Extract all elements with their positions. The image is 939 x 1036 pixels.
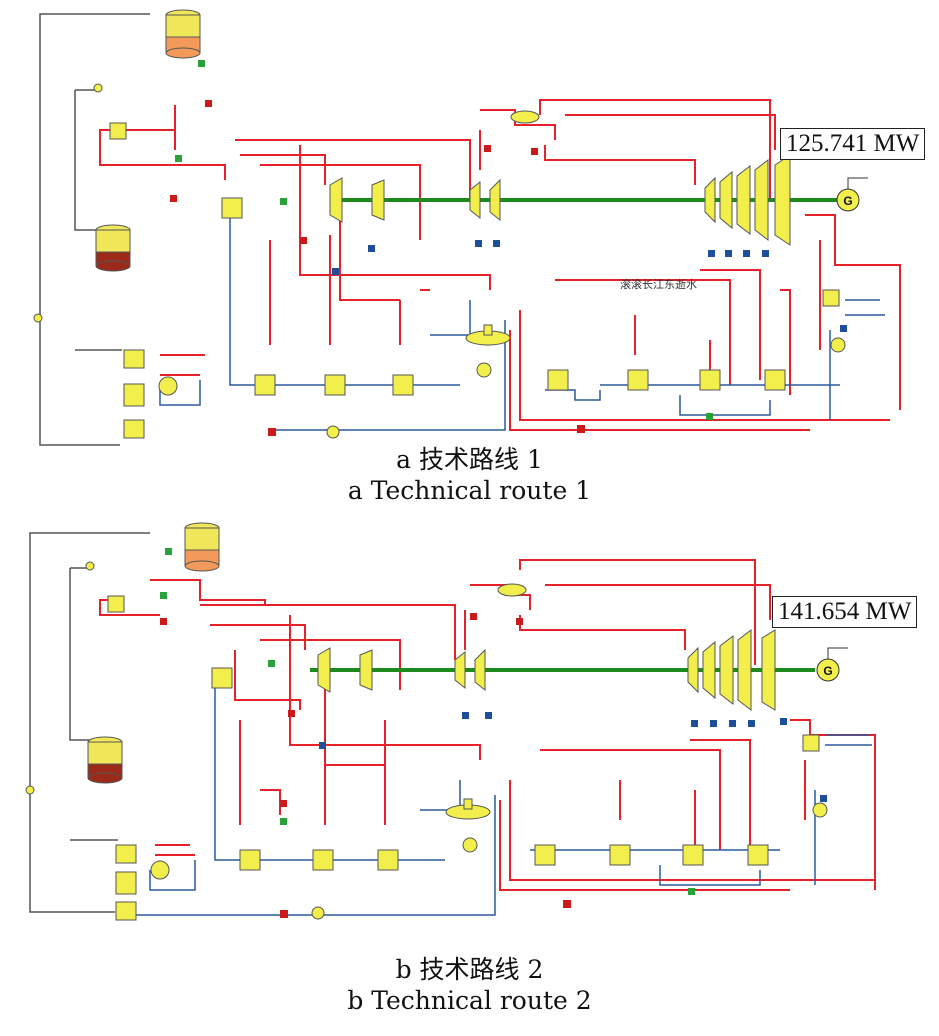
pumps-a bbox=[33, 83, 846, 439]
power-output-b: 141.654 MW bbox=[772, 596, 918, 628]
turbines-b bbox=[317, 628, 776, 712]
valves-b bbox=[160, 548, 827, 918]
turbines-a bbox=[329, 154, 791, 246]
steam-lines-b bbox=[99, 559, 876, 891]
storage-tank-top-a bbox=[165, 9, 201, 59]
valves-a bbox=[170, 60, 847, 436]
diagram-a: G bbox=[33, 9, 901, 446]
grey-loop-a bbox=[39, 13, 150, 446]
deaerator-a bbox=[465, 110, 540, 346]
water-lines-a bbox=[159, 210, 885, 431]
power-output-a: 125.741 MW bbox=[780, 128, 926, 160]
storage-tank-mid-b bbox=[87, 736, 123, 784]
pumps-b bbox=[25, 561, 828, 920]
generator-b: G bbox=[816, 647, 848, 682]
heat-exchangers-a bbox=[109, 122, 840, 439]
generator-label-a: G bbox=[843, 194, 852, 208]
generator-label-b: G bbox=[823, 664, 832, 678]
diagram-b: G bbox=[25, 522, 876, 921]
caption-a-cn: a 技术路线 1 bbox=[396, 445, 543, 474]
steam-lines-a bbox=[99, 99, 901, 431]
deaerator-b bbox=[445, 583, 527, 820]
caption-b-cn: b 技术路线 2 bbox=[395, 955, 544, 984]
caption-a-en: a Technical route 1 bbox=[347, 476, 592, 505]
storage-tank-top-b bbox=[184, 522, 220, 572]
water-lines-b bbox=[120, 680, 872, 916]
generator-a: G bbox=[836, 177, 868, 212]
heat-exchangers-b bbox=[107, 595, 820, 921]
storage-tank-mid-a bbox=[95, 224, 131, 272]
note-text-a: 滚滚长江东逝水 bbox=[620, 277, 697, 291]
caption-b-en: b Technical route 2 bbox=[347, 986, 592, 1015]
